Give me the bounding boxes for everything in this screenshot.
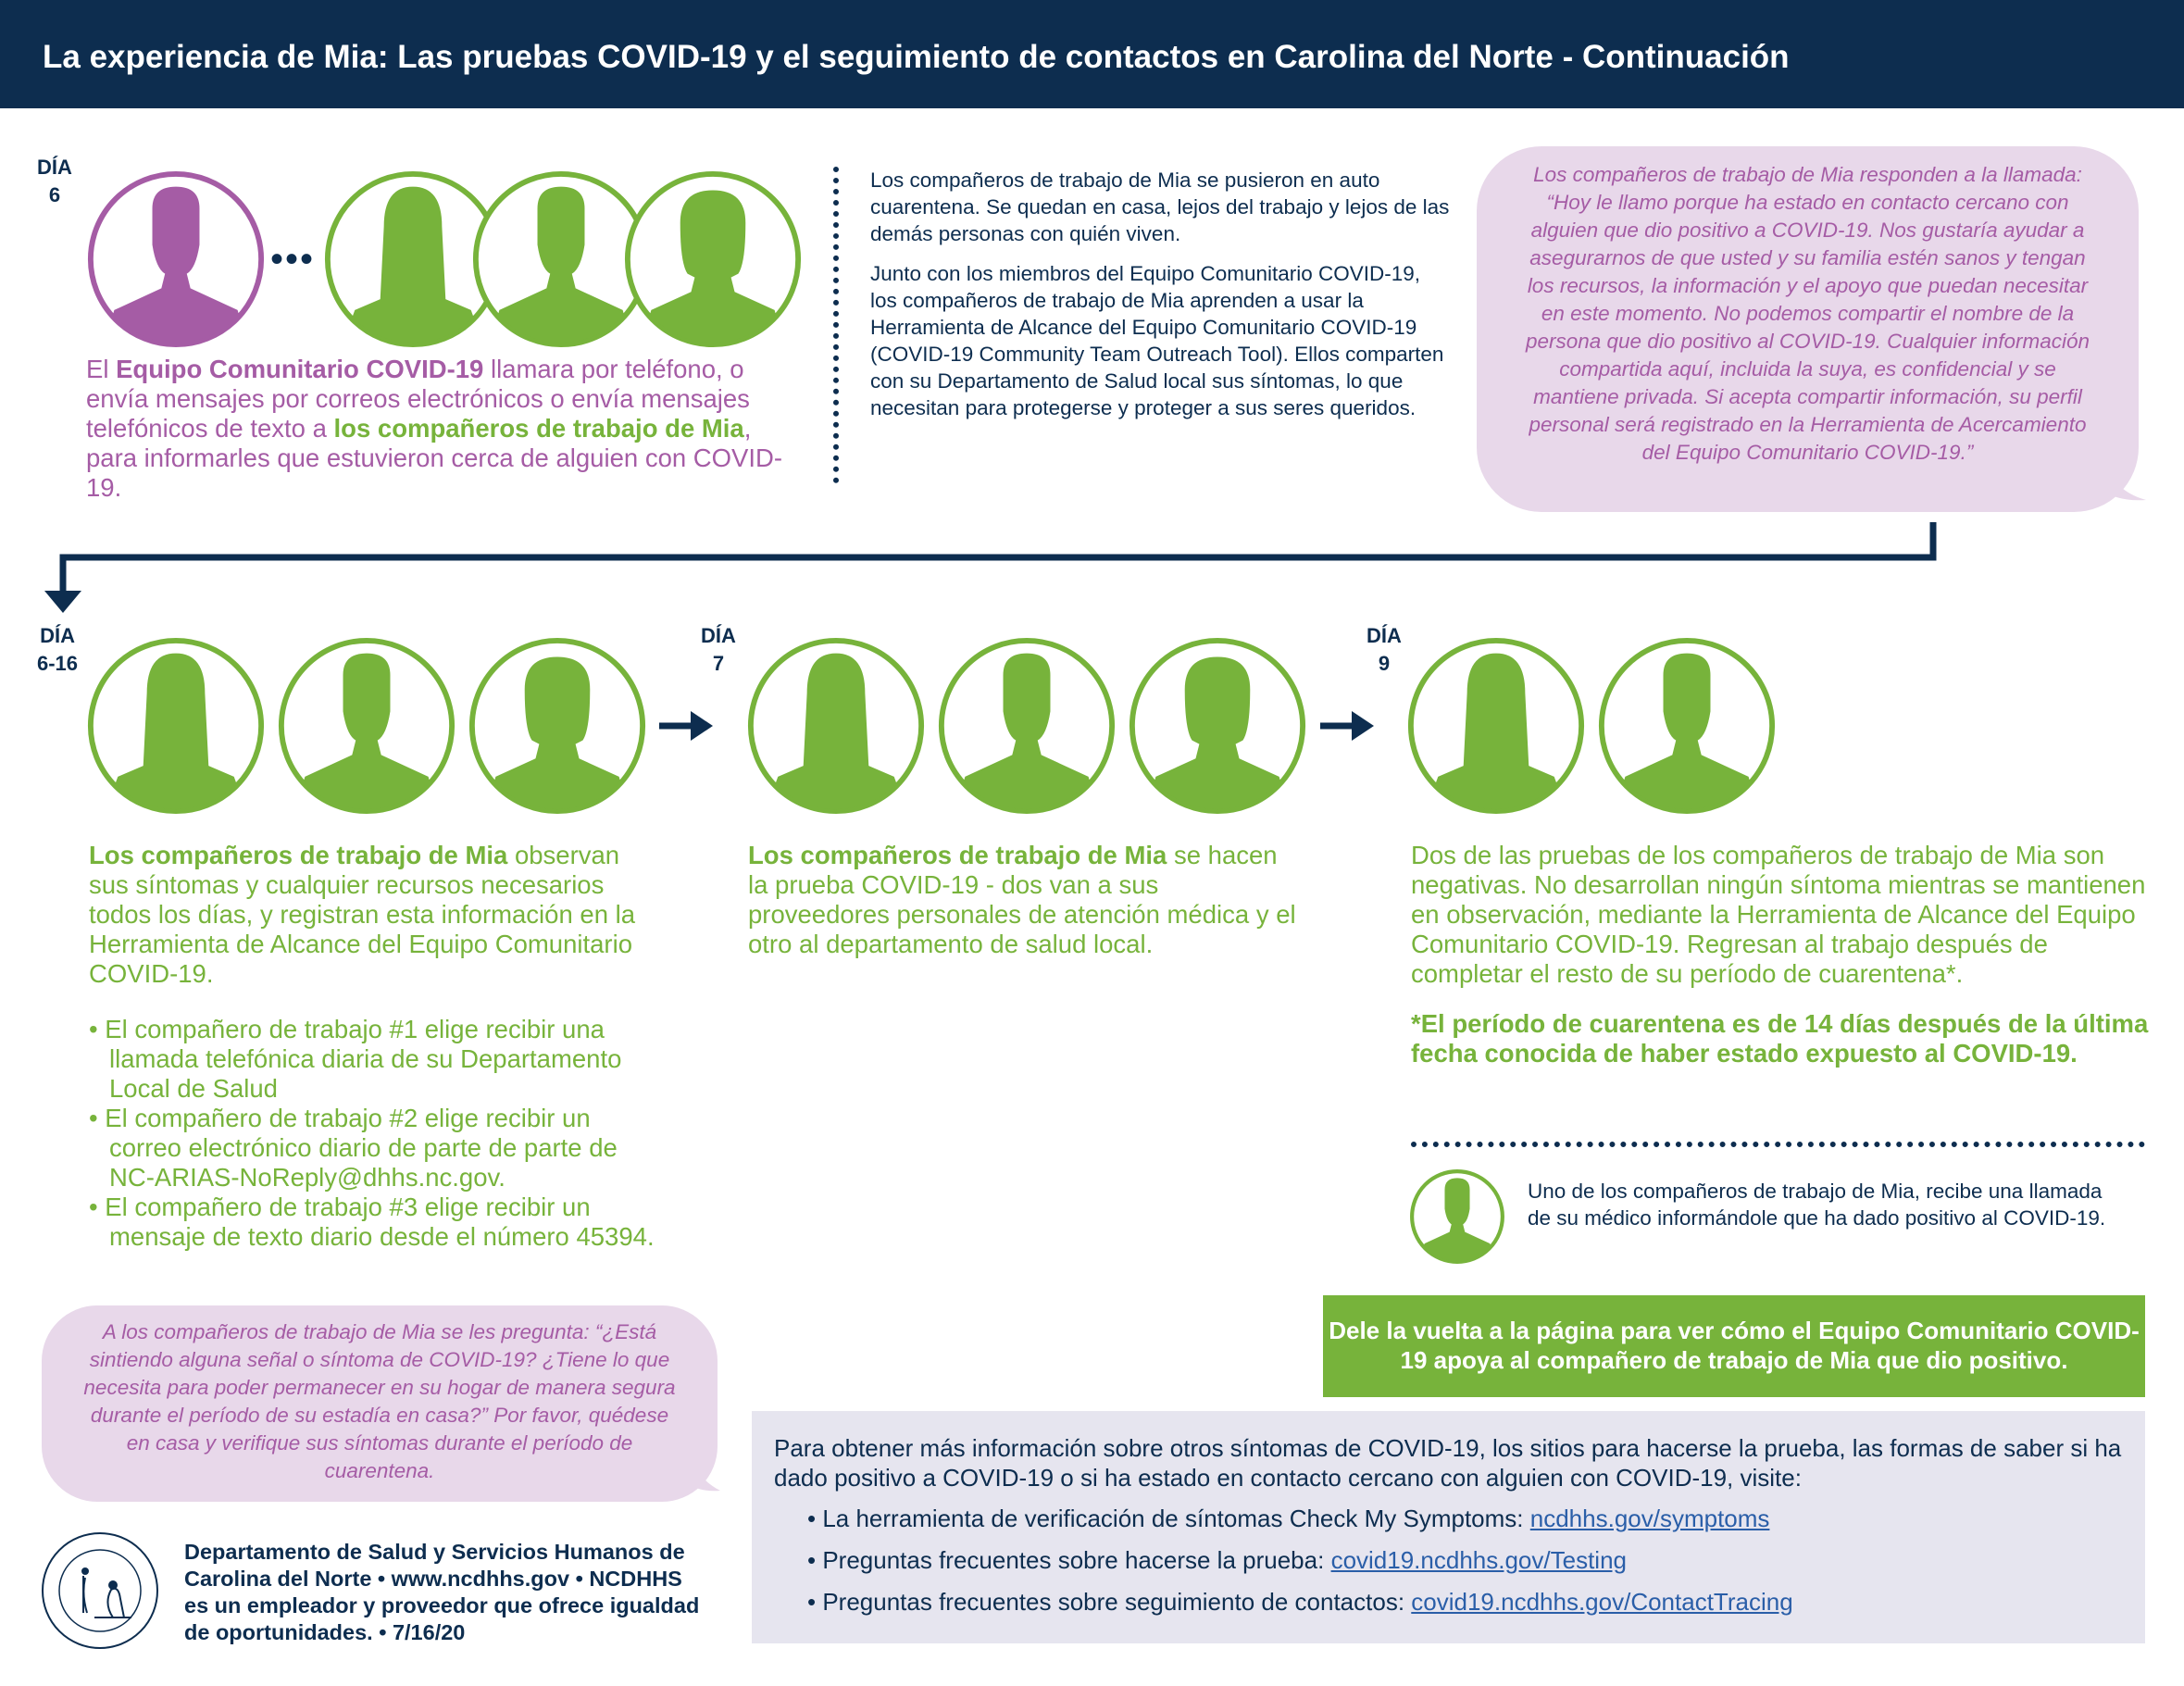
info-item-testing: • Preguntas frecuentes sobre hacerse la … (807, 1545, 2123, 1575)
info-links-list: • La herramienta de verificación de sínt… (807, 1504, 2123, 1617)
team-name: Equipo Comunitario COVID-19 (116, 355, 484, 383)
day6-description: El Equipo Comunitario COVID-19 llamara p… (86, 355, 808, 503)
day7-description: Los compañeros de trabajo de Mia se hace… (748, 841, 1304, 959)
speech-bubble-question: A los compañeros de trabajo de Mia se le… (42, 1305, 718, 1502)
coworker-female-avatar-icon (747, 637, 925, 817)
day9-description: Dos de las pruebas de los compañeros de … (1411, 841, 2152, 1068)
paragraph: Los compañeros de trabajo de Mia se pusi… (870, 169, 1450, 245)
day-number: 6 (48, 183, 61, 206)
coworker-male-avatar-icon (278, 637, 456, 817)
ellipsis-dots: ••• (270, 239, 316, 280)
bubble-text: A los compañeros de trabajo de Mia se le… (83, 1320, 676, 1482)
bubble-text: Los compañeros de trabajo de Mia respond… (1525, 163, 2090, 464)
coworkers-name: Los compañeros de trabajo de Mia (89, 841, 508, 869)
footer-text: Departamento de Salud y Servicios Humano… (184, 1540, 700, 1644)
day-label-9: DÍA 9 (1367, 622, 1402, 678)
quarantine-note: *El período de cuarentena es de 14 días … (1411, 1009, 2149, 1068)
arrow-right-icon (1320, 711, 1374, 741)
page-title: La experiencia de Mia: Las pruebas COVID… (43, 39, 1790, 75)
quarantine-info: Los compañeros de trabajo de Mia se pusi… (870, 167, 1452, 421)
coworker-female-avatar-icon (87, 637, 265, 817)
coworker-female-avatar-icon (624, 170, 802, 350)
day-label-7: DÍA 7 (701, 622, 736, 678)
coworker-male-avatar-icon (1598, 637, 1776, 817)
coworker-female-avatar-icon (1407, 637, 1585, 817)
day6-16-description: Los compañeros de trabajo de Mia observa… (89, 841, 663, 1252)
flow-connector-arrow-icon (44, 522, 1937, 613)
dotted-divider (833, 167, 839, 483)
coworkers-name: los compañeros de trabajo de Mia (333, 414, 744, 443)
positive-coworker-avatar-icon (1410, 1169, 1504, 1265)
list-item: • El compañero de trabajo #2 elige recib… (89, 1104, 618, 1192)
bubble-tail (685, 1444, 720, 1492)
coworkers-name: Los compañeros de trabajo de Mia (748, 841, 1167, 869)
coworker-female-avatar-icon (1129, 637, 1306, 817)
info-item-contact-tracing: • Preguntas frecuentes sobre seguimiento… (807, 1587, 2123, 1617)
positive-result-text: Uno de los compañeros de trabajo de Mia,… (1528, 1180, 2106, 1230)
page-header: La experiencia de Mia: Las pruebas COVID… (0, 0, 2184, 108)
arrow-right-icon (659, 711, 713, 741)
item-label: • Preguntas frecuentes sobre hacerse la … (807, 1546, 1331, 1574)
symptoms-link[interactable]: ncdhhs.gov/symptoms (1529, 1505, 1770, 1532)
day-label-6: DÍA 6 (37, 154, 72, 209)
list-item: • El compañero de trabajo #3 elige recib… (89, 1193, 655, 1251)
turn-page-banner: Dele la vuelta a la página para ver cómo… (1323, 1295, 2145, 1397)
day-word: DÍA (40, 624, 75, 647)
text: se hacen la prueba COVID-19 - dos van a … (748, 841, 1296, 958)
more-info-box: Para obtener más información sobre otros… (752, 1411, 2145, 1643)
info-item-symptoms: • La herramienta de verificación de sínt… (807, 1504, 2123, 1533)
bubble-tail (2102, 454, 2146, 501)
text: llamara por teléfono, o envía mensajes p… (86, 355, 750, 443)
dotted-divider (1411, 1142, 2145, 1147)
list-item: • El compañero de trabajo #1 elige recib… (89, 1015, 622, 1103)
day-number: 7 (712, 652, 725, 675)
info-intro: Para obtener más información sobre otros… (774, 1434, 2122, 1492)
day-word: DÍA (1367, 624, 1402, 647)
item-label: • La herramienta de verificación de sínt… (807, 1505, 1530, 1532)
contact-tracer-avatar-icon (87, 170, 265, 350)
item-label: • Preguntas frecuentes sobre seguimiento… (807, 1588, 1412, 1616)
text: observan sus síntomas y cualquier recurs… (89, 841, 636, 988)
day-word: DÍA (37, 156, 72, 179)
day-label-6-16: DÍA 6-16 (37, 622, 78, 678)
text: Dos de las pruebas de los compañeros de … (1411, 841, 2146, 988)
testing-link[interactable]: covid19.ncdhhs.gov/Testing (1330, 1546, 1627, 1574)
day-number: 6-16 (37, 652, 79, 675)
coworker-male-avatar-icon (938, 637, 1116, 817)
text: El (86, 355, 117, 383)
contact-tracing-link[interactable]: covid19.ncdhhs.gov/ContactTracing (1411, 1588, 1793, 1616)
paragraph: Junto con los miembros del Equipo Comuni… (870, 262, 1444, 419)
text: , para informarles que estuvieron cerca … (86, 414, 783, 502)
coworker-female-avatar-icon (468, 637, 646, 817)
nc-state-seal-logo (42, 1532, 158, 1649)
day-number: 9 (1378, 652, 1391, 675)
notification-preferences-list: • El compañero de trabajo #1 elige recib… (89, 1015, 663, 1252)
speech-bubble-call: Los compañeros de trabajo de Mia respond… (1477, 146, 2139, 512)
day-word: DÍA (701, 624, 736, 647)
